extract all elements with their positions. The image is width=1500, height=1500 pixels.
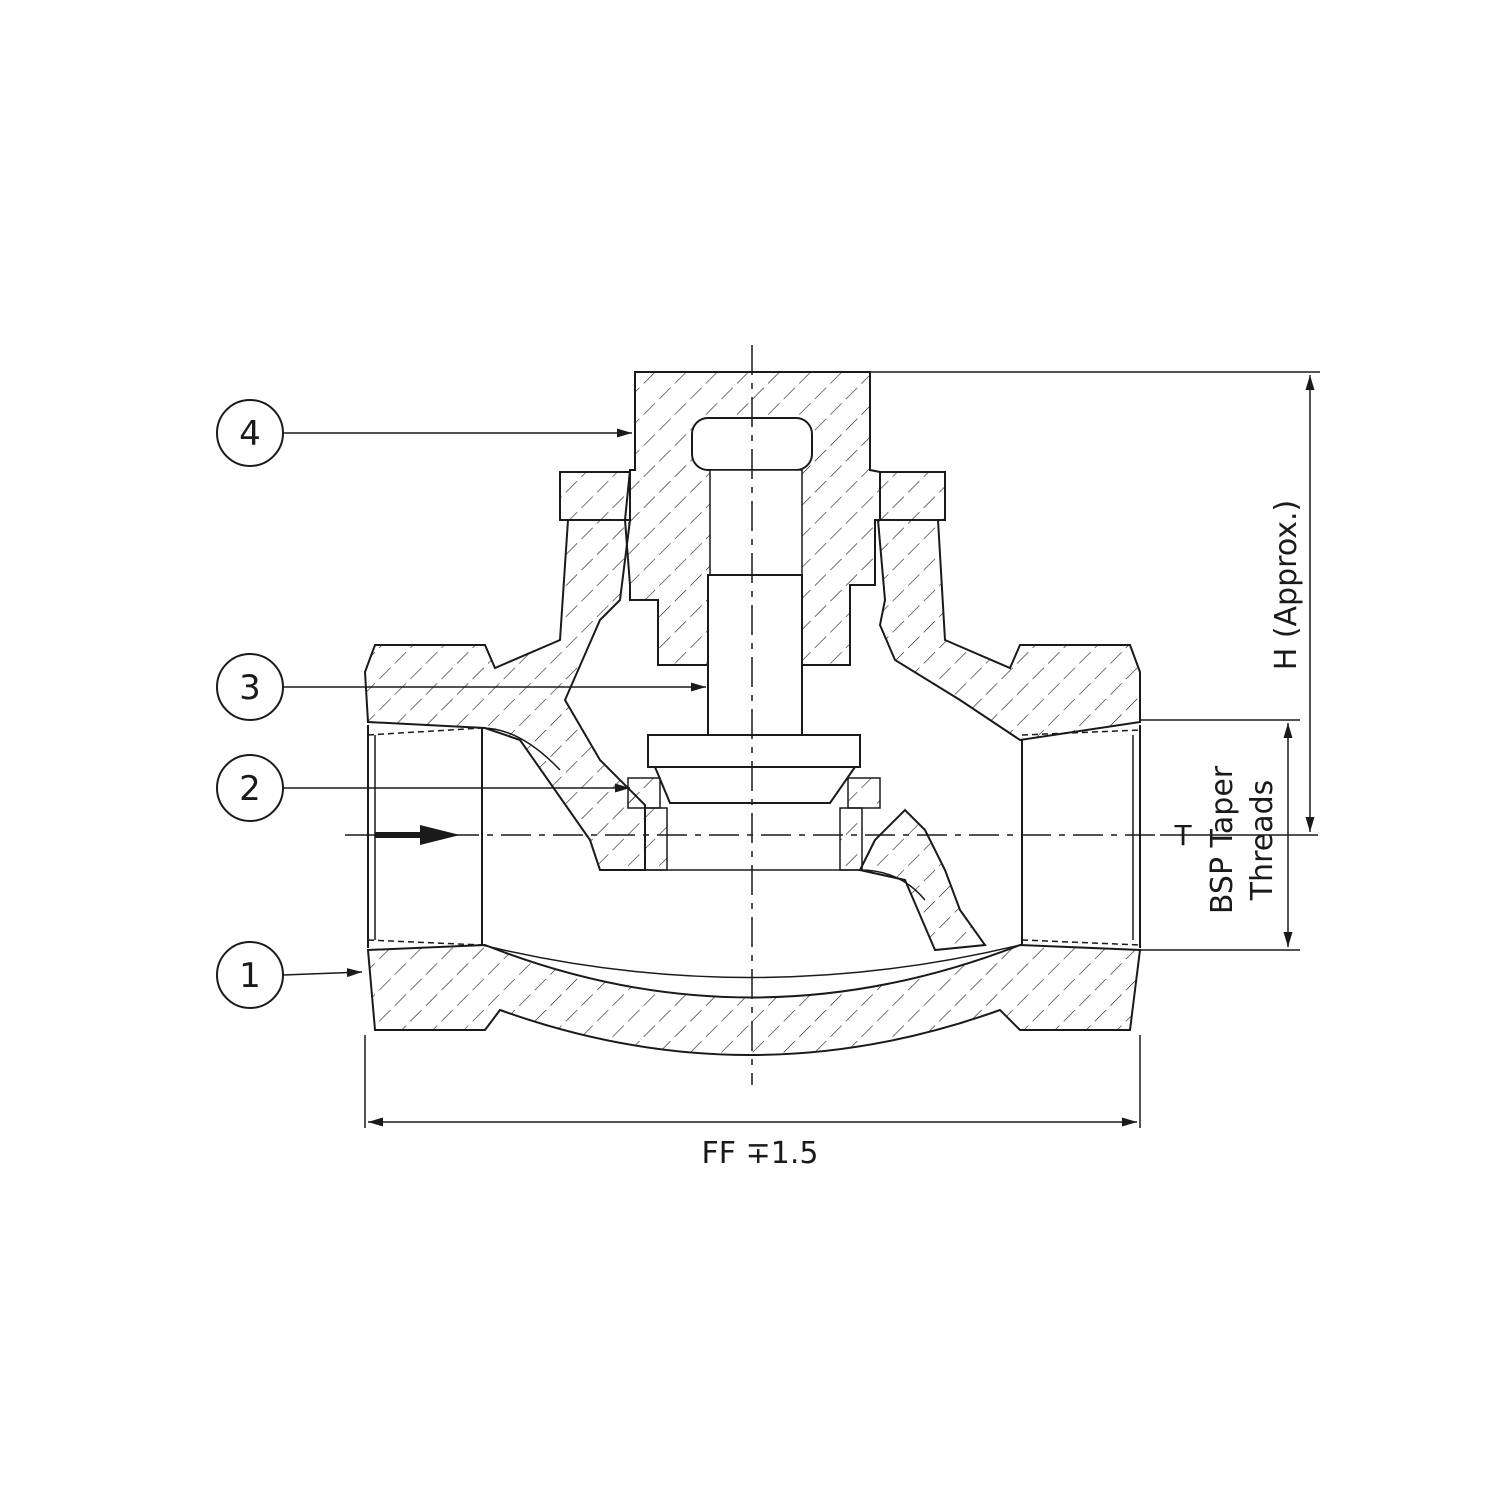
flow-direction-arrow <box>375 825 460 845</box>
valve-piston <box>647 574 861 804</box>
dimension-height: H (Approx.) <box>870 371 1320 832</box>
balloon-1: 1 <box>216 941 363 1009</box>
thread-label-line1: BSP Taper <box>1205 765 1240 914</box>
body-lower-section <box>366 943 1142 1056</box>
balloon-4: 4 <box>216 399 632 467</box>
balloon-2-number: 2 <box>239 769 261 809</box>
dimension-face-to-face: FF ∓1.5 <box>364 1035 1141 1171</box>
center-lines <box>345 345 1160 1085</box>
body-upper-right-section <box>876 519 1141 742</box>
body-lower-right-partition <box>858 808 987 952</box>
valve-body <box>363 519 1142 1056</box>
dimension-thread: T BSP Taper Threads <box>1140 719 1318 951</box>
balloon-4-number: 4 <box>239 414 261 454</box>
body-upper-left-section <box>363 519 646 871</box>
thread-label-line2: Threads <box>1245 780 1280 902</box>
balloon-2: 2 <box>216 754 630 822</box>
balloon-3-number: 3 <box>239 668 261 708</box>
balloon-1-number: 1 <box>239 956 261 996</box>
height-label: H (Approx.) <box>1269 500 1304 671</box>
balloon-3: 3 <box>216 653 706 721</box>
thread-tag-label: T <box>1173 819 1192 852</box>
face-to-face-label: FF ∓1.5 <box>702 1136 819 1171</box>
seat-ring <box>627 777 881 871</box>
